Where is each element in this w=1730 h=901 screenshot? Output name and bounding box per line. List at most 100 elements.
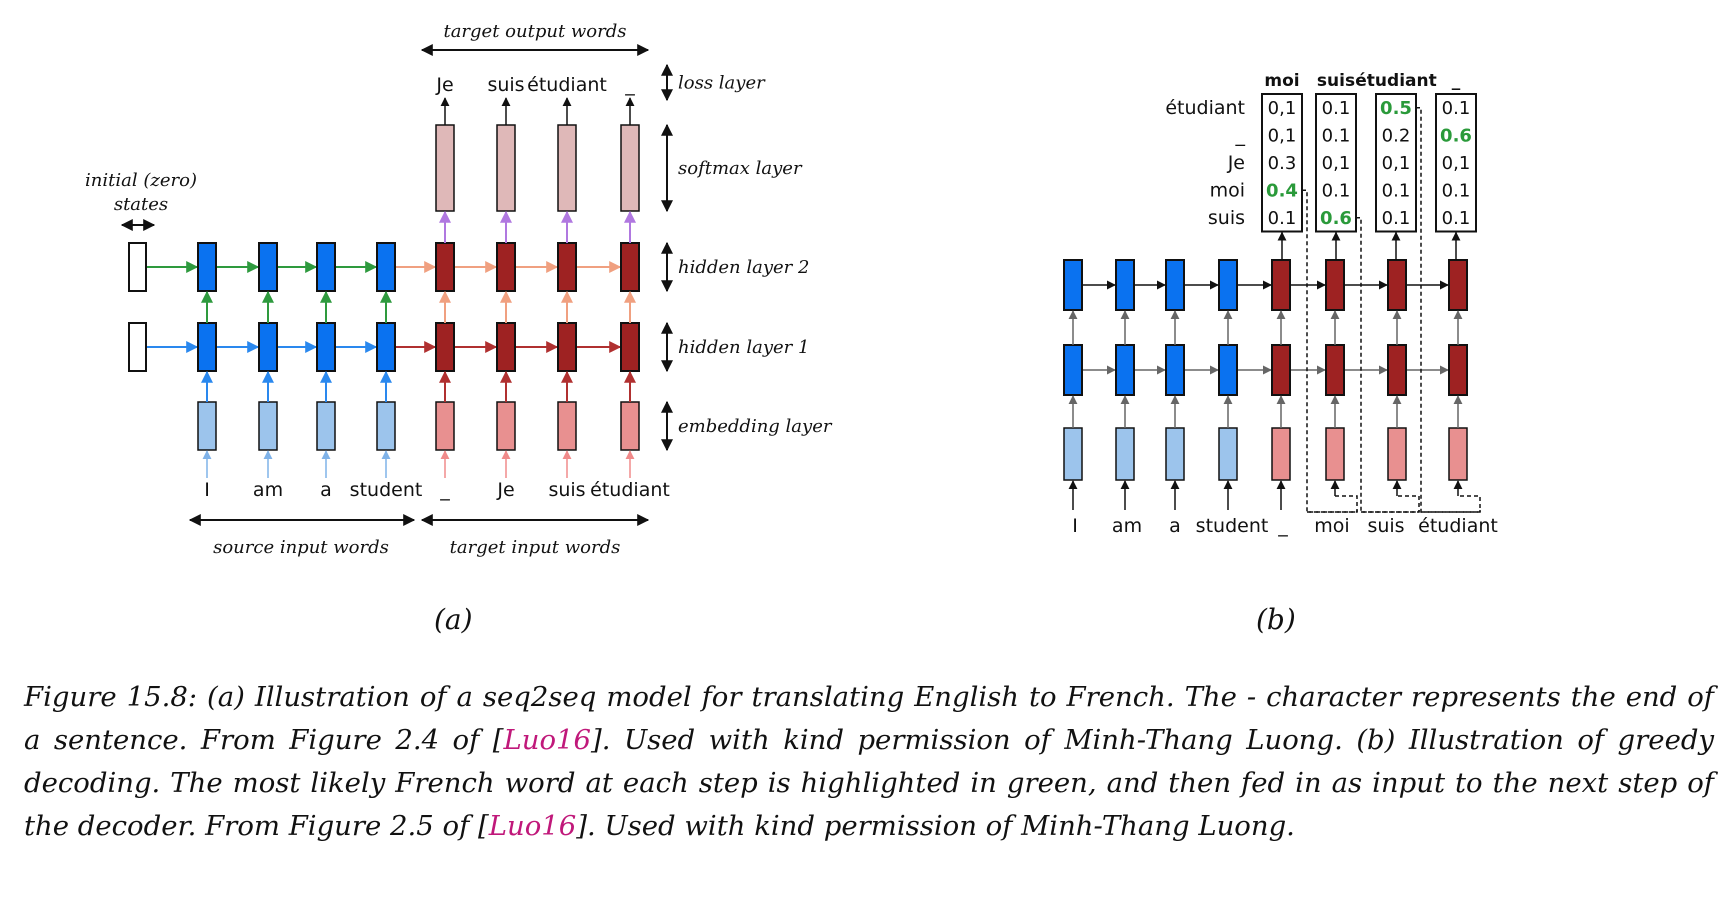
b-input-word-7: étudiant bbox=[1418, 515, 1498, 537]
prob-column-header-1: suis bbox=[1317, 71, 1355, 91]
prob-row-label-4: suis bbox=[1208, 207, 1245, 229]
embedding-cell-2 bbox=[316, 401, 336, 451]
prob-cell-2-2: 0,1 bbox=[1382, 153, 1411, 174]
hidden2-cell-4 bbox=[435, 242, 455, 292]
hidden1-cell-7 bbox=[620, 322, 640, 372]
prob-column-header-0: moi bbox=[1264, 71, 1299, 91]
prob-row-label-2: Je bbox=[1227, 152, 1245, 174]
target-output-label: target output words bbox=[443, 21, 626, 42]
input-word-2: a bbox=[320, 479, 332, 501]
b-input-word-6: suis bbox=[1367, 515, 1404, 537]
caption-text-2: ]. Used with kind permission of Minh-Tha… bbox=[24, 724, 1714, 842]
hidden1-cell-5 bbox=[496, 322, 516, 372]
initial-state-box-layer1 bbox=[128, 322, 147, 372]
output-word-0: Je bbox=[435, 74, 453, 96]
hidden2-cell-3 bbox=[376, 242, 396, 292]
prob-cell-0-0: 0,1 bbox=[1268, 98, 1297, 119]
b-hidden2-cell-7 bbox=[1448, 259, 1468, 311]
b-embedding-cell-3 bbox=[1218, 427, 1238, 481]
layer-label-4: embedding layer bbox=[678, 416, 833, 437]
b-embedding-cell-1 bbox=[1115, 427, 1135, 481]
prob-row-label-3: moi bbox=[1210, 180, 1245, 202]
prob-cell-2-0: 0.3 bbox=[1268, 153, 1297, 174]
b-hidden1-cell-0 bbox=[1063, 344, 1083, 396]
prob-column-header-2: étudiant bbox=[1355, 71, 1436, 91]
hidden1-cell-3 bbox=[376, 322, 396, 372]
b-embedding-cell-4 bbox=[1271, 427, 1291, 481]
softmax-cell-2 bbox=[557, 124, 577, 212]
hidden2-cell-6 bbox=[557, 242, 577, 292]
prob-column-header-3: _ bbox=[1452, 71, 1461, 91]
b-input-word-5: moi bbox=[1314, 515, 1349, 537]
b-hidden2-cell-2 bbox=[1165, 259, 1185, 311]
b-input-word-2: a bbox=[1169, 515, 1181, 537]
feedback-dashed-return-1 bbox=[1361, 495, 1420, 513]
b-embedding-cell-2 bbox=[1165, 427, 1185, 481]
b-hidden1-cell-3 bbox=[1218, 344, 1238, 396]
hidden1-cell-0 bbox=[197, 322, 217, 372]
initial-state-box-layer2 bbox=[128, 242, 147, 292]
prob-cell-4-0: 0.1 bbox=[1268, 208, 1297, 229]
b-input-word-3: student bbox=[1196, 515, 1269, 537]
b-input-word-4: _ bbox=[1277, 515, 1288, 537]
panel-b-label: (b) bbox=[1256, 603, 1296, 636]
prob-cell-1-2: 0.2 bbox=[1382, 126, 1411, 147]
output-word-3: _ bbox=[624, 74, 635, 96]
prob-cell-3-0: 0.4 bbox=[1266, 181, 1298, 202]
b-hidden1-cell-7 bbox=[1448, 344, 1468, 396]
b-hidden1-cell-2 bbox=[1165, 344, 1185, 396]
citation-link-luo16-2[interactable]: Luo16 bbox=[488, 810, 577, 842]
hidden2-cell-7 bbox=[620, 242, 640, 292]
embedding-cell-1 bbox=[258, 401, 278, 451]
softmax-cell-1 bbox=[496, 124, 516, 212]
feedback-dashed-return-2 bbox=[1421, 495, 1481, 513]
output-word-2: étudiant bbox=[527, 74, 607, 96]
layer-label-1: softmax layer bbox=[678, 158, 803, 179]
hidden1-cell-6 bbox=[557, 322, 577, 372]
input-word-5: Je bbox=[496, 479, 514, 501]
hidden1-cell-4 bbox=[435, 322, 455, 372]
b-embedding-cell-7 bbox=[1448, 427, 1468, 481]
hidden2-cell-2 bbox=[316, 242, 336, 292]
hidden2-cell-5 bbox=[496, 242, 516, 292]
b-hidden2-cell-4 bbox=[1271, 259, 1291, 311]
input-word-7: étudiant bbox=[590, 479, 670, 501]
embedding-cell-6 bbox=[557, 401, 577, 451]
b-hidden1-cell-6 bbox=[1387, 344, 1407, 396]
b-input-word-1: am bbox=[1112, 515, 1142, 537]
initial-states-label-line2: states bbox=[114, 194, 168, 215]
embedding-cell-7 bbox=[620, 401, 640, 451]
b-input-word-0: I bbox=[1072, 515, 1078, 537]
prob-column-box-1 bbox=[1315, 93, 1357, 233]
prob-cell-1-1: 0.1 bbox=[1322, 126, 1351, 147]
b-hidden1-cell-1 bbox=[1115, 344, 1135, 396]
prob-cell-0-3: 0.1 bbox=[1442, 98, 1471, 119]
prob-cell-1-3: 0.6 bbox=[1440, 126, 1472, 147]
output-word-1: suis bbox=[487, 74, 524, 96]
softmax-cell-0 bbox=[435, 124, 455, 212]
prob-cell-2-1: 0,1 bbox=[1322, 153, 1351, 174]
prob-cell-4-2: 0.1 bbox=[1382, 208, 1411, 229]
citation-link-luo16[interactable]: Luo16 bbox=[503, 724, 592, 756]
softmax-cell-3 bbox=[620, 124, 640, 212]
input-word-0: I bbox=[204, 479, 210, 501]
hidden1-cell-2 bbox=[316, 322, 336, 372]
prob-column-box-0 bbox=[1261, 93, 1303, 233]
b-embedding-cell-5 bbox=[1325, 427, 1345, 481]
prob-column-box-3 bbox=[1435, 93, 1477, 233]
layer-label-2: hidden layer 2 bbox=[678, 257, 809, 278]
prob-cell-2-3: 0,1 bbox=[1442, 153, 1471, 174]
prob-cell-3-1: 0.1 bbox=[1322, 181, 1351, 202]
b-hidden1-cell-4 bbox=[1271, 344, 1291, 396]
prob-cell-4-1: 0.6 bbox=[1320, 208, 1352, 229]
b-embedding-cell-0 bbox=[1063, 427, 1083, 481]
input-word-4: _ bbox=[439, 479, 450, 501]
prob-cell-3-3: 0.1 bbox=[1442, 181, 1471, 202]
feedback-dashed-path-2 bbox=[1416, 107, 1480, 513]
target-input-label: target input words bbox=[450, 537, 621, 558]
initial-states-label-line1: initial (zero) bbox=[85, 170, 197, 191]
prob-row-label-0: étudiant bbox=[1165, 97, 1245, 119]
